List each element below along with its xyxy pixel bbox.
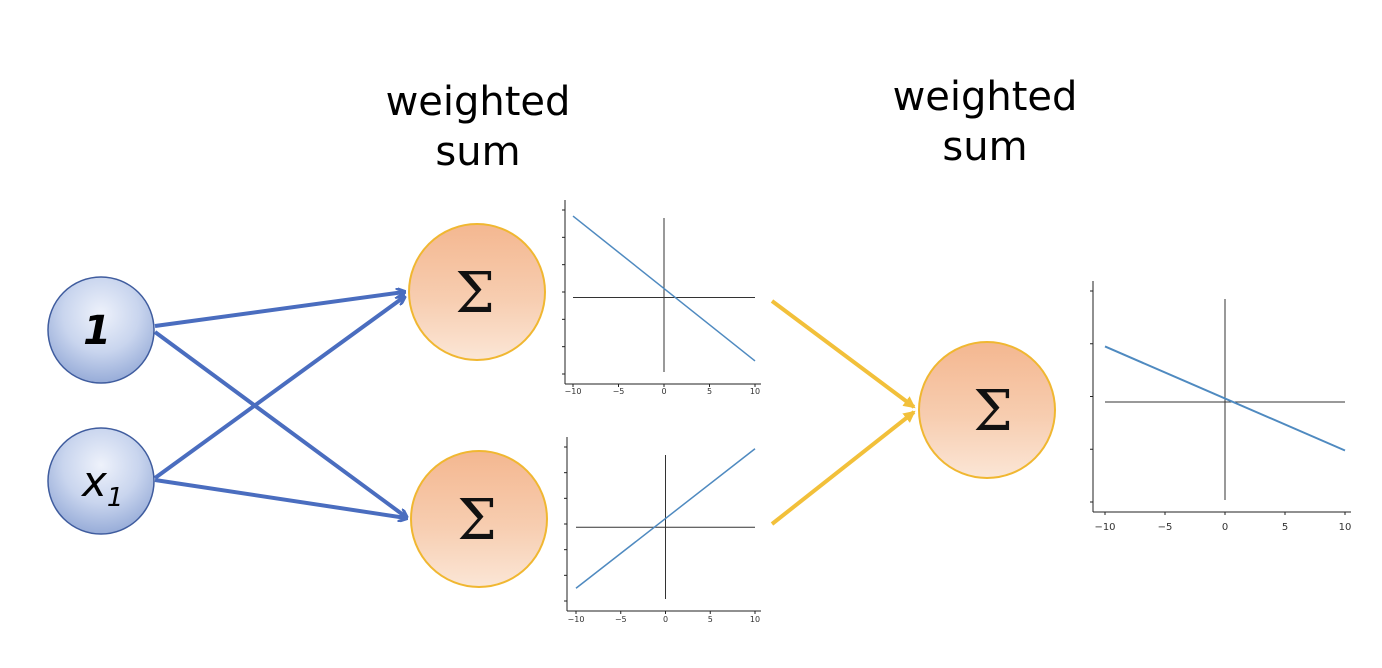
edge-sum2-to-output <box>770 410 916 526</box>
series-line <box>575 448 756 589</box>
sigma-symbol-output: Σ <box>973 379 1013 444</box>
x-tick-label: 0 <box>661 387 666 396</box>
x-tick-label: 0 <box>663 615 668 624</box>
weighted-sum-label-1-line1: weighted <box>386 79 571 125</box>
svg-text:x1: x1 <box>80 457 123 513</box>
activation-plot-2: −10 −5 0 5 10 <box>564 437 761 624</box>
weighted-sum-label-2-line2: sum <box>942 124 1027 170</box>
input-edges <box>153 292 406 518</box>
x-tick-label: −5 <box>615 615 627 624</box>
x-tick-label: 10 <box>1339 522 1352 533</box>
x-tick-label: 10 <box>750 615 760 624</box>
edge-sum1-to-output <box>770 299 916 409</box>
edge-bias-to-sum2 <box>153 330 406 517</box>
sum-node-output: Σ <box>918 341 1056 479</box>
hidden-edges <box>770 299 916 526</box>
x-tick-label: 5 <box>707 387 712 396</box>
edge-x1-to-sum1 <box>153 297 404 480</box>
series-line <box>572 215 756 362</box>
activation-plot-1: −10 −5 0 5 10 <box>562 200 761 396</box>
edge-x1-to-sum2 <box>154 478 406 518</box>
weighted-sum-label-2-line1: weighted <box>893 74 1078 120</box>
x-tick-label: 5 <box>1282 522 1288 533</box>
x-tick-label: 10 <box>750 387 760 396</box>
input-node-x1: x1 <box>47 427 155 535</box>
bias-label: 1 <box>83 308 111 354</box>
sum-node-2: Σ <box>410 450 548 588</box>
x-tick-label: −10 <box>565 387 582 396</box>
sum-node-1: Σ <box>408 223 546 361</box>
input-node-bias: 1 <box>47 276 155 384</box>
edge-bias-to-sum1 <box>154 292 404 328</box>
x-tick-label: −5 <box>1158 522 1173 533</box>
sigma-symbol-2: Σ <box>457 488 497 553</box>
x-subscript: 1 <box>107 483 124 513</box>
x-label: x <box>80 457 108 506</box>
output-plot: −10 −5 0 5 10 <box>1090 281 1351 533</box>
weighted-sum-label-1-line2: sum <box>435 129 520 175</box>
series-line <box>1104 345 1346 452</box>
x-tick-label: −5 <box>613 387 625 396</box>
x-tick-label: −10 <box>1094 522 1115 533</box>
x-tick-label: 0 <box>1222 522 1228 533</box>
x-tick-label: 5 <box>708 615 713 624</box>
x-tick-label: −10 <box>568 615 585 624</box>
sigma-symbol-1: Σ <box>455 261 495 326</box>
